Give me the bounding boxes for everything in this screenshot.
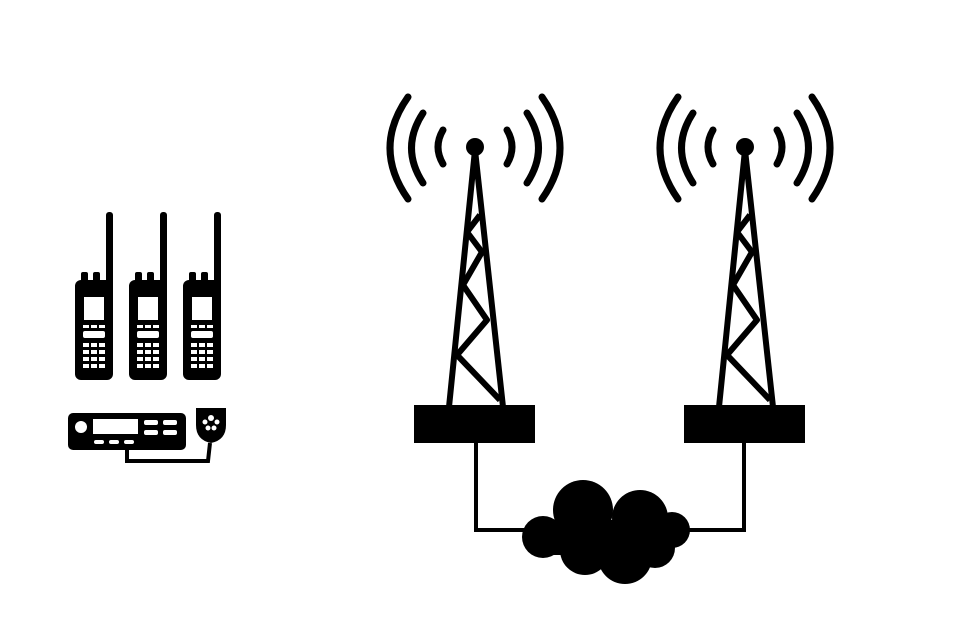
radio-tower-icon xyxy=(656,93,834,443)
cloud-network-icon xyxy=(522,480,690,584)
microphone-icon xyxy=(196,408,226,443)
mobile-radio-icon xyxy=(68,408,226,463)
handheld-radio-icon xyxy=(75,212,113,380)
radio-tower-icon xyxy=(386,93,564,443)
handheld-radio-group xyxy=(75,212,221,380)
network-links xyxy=(474,443,746,532)
handheld-radio-icon xyxy=(183,212,221,380)
radio-waves-icon xyxy=(386,93,564,203)
handheld-radio-icon xyxy=(129,212,167,380)
radio-waves-icon xyxy=(656,93,834,203)
